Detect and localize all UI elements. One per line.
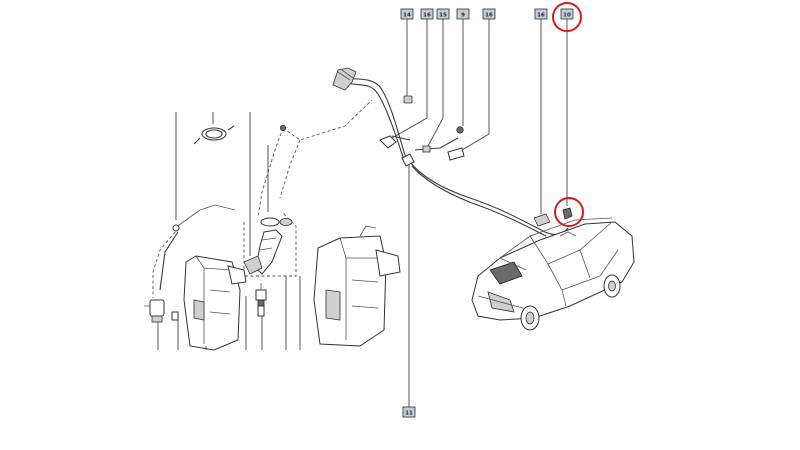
callout-10: 10: [560, 8, 574, 20]
callout-9: 9: [456, 8, 470, 20]
callout-16-b: 16: [482, 8, 496, 20]
highlight-circle-part: [554, 197, 584, 227]
car-illustration: [471, 217, 635, 331]
svg-text:10: 10: [563, 13, 571, 19]
svg-text:16: 16: [485, 13, 493, 19]
svg-text:14: 14: [403, 13, 411, 19]
highlight-circle-callout: [552, 2, 582, 32]
hose-clip-bracket: [332, 67, 357, 91]
hose-coil: [193, 125, 235, 145]
leader-lines: [157, 19, 568, 407]
filler-group-outline: [243, 211, 297, 277]
svg-text:16: 16: [537, 13, 545, 19]
washer-reservoir-left: [183, 255, 247, 351]
callout-16-a: 16: [420, 8, 434, 20]
callout-11: 11: [402, 406, 416, 418]
washer-reservoir-right: [313, 225, 401, 347]
filler-neck: [243, 217, 293, 275]
callout-15: 15: [436, 8, 450, 20]
svg-text:16: 16: [423, 13, 431, 19]
washer-pump: [144, 224, 180, 323]
hose-connectors-top: [279, 95, 465, 167]
svg-text:11: 11: [405, 411, 413, 417]
svg-text:15: 15: [439, 13, 447, 19]
washer-nozzle-part: [533, 207, 573, 227]
level-sensor: [255, 283, 267, 317]
callout-16-c: 16: [534, 8, 548, 20]
callout-14: 14: [400, 8, 414, 20]
svg-text:9: 9: [461, 13, 465, 19]
